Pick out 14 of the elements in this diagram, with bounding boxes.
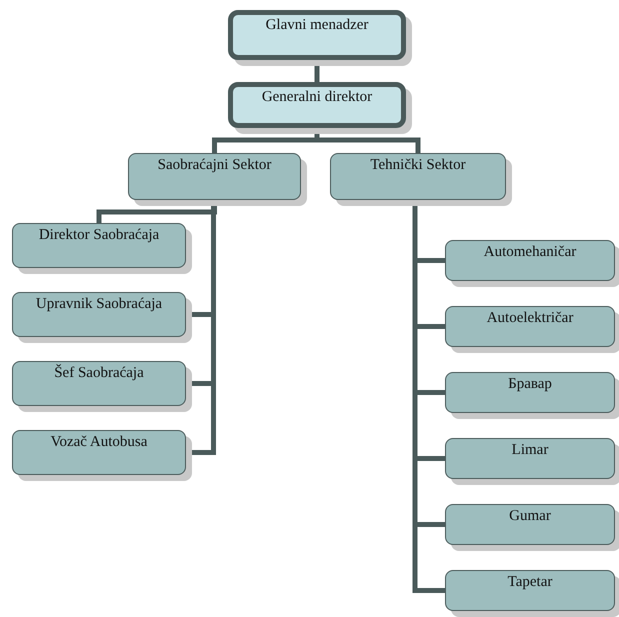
role-title: Tapetar — [508, 574, 552, 591]
role-title: Generalni direktor — [262, 89, 372, 106]
role-title: Glavni menadzer — [266, 17, 368, 34]
role-title: Upravnik Saobraćaja — [36, 296, 162, 313]
role-title: Бравар — [508, 376, 552, 393]
role-title: Šef Saobraćaja — [54, 365, 144, 382]
role-title: Vozač Autobusa — [50, 434, 148, 451]
role-title: Automehaničar — [484, 244, 576, 261]
role-title: Autoelektričar — [486, 310, 574, 327]
role-title: Limar — [512, 442, 548, 459]
role-title: Gumar — [509, 508, 551, 525]
role-title: Saobraćajni Sektor — [158, 157, 272, 174]
role-title: Direktor Saobraćaja — [38, 227, 160, 244]
role-title: Tehnički Sektor — [370, 157, 466, 174]
